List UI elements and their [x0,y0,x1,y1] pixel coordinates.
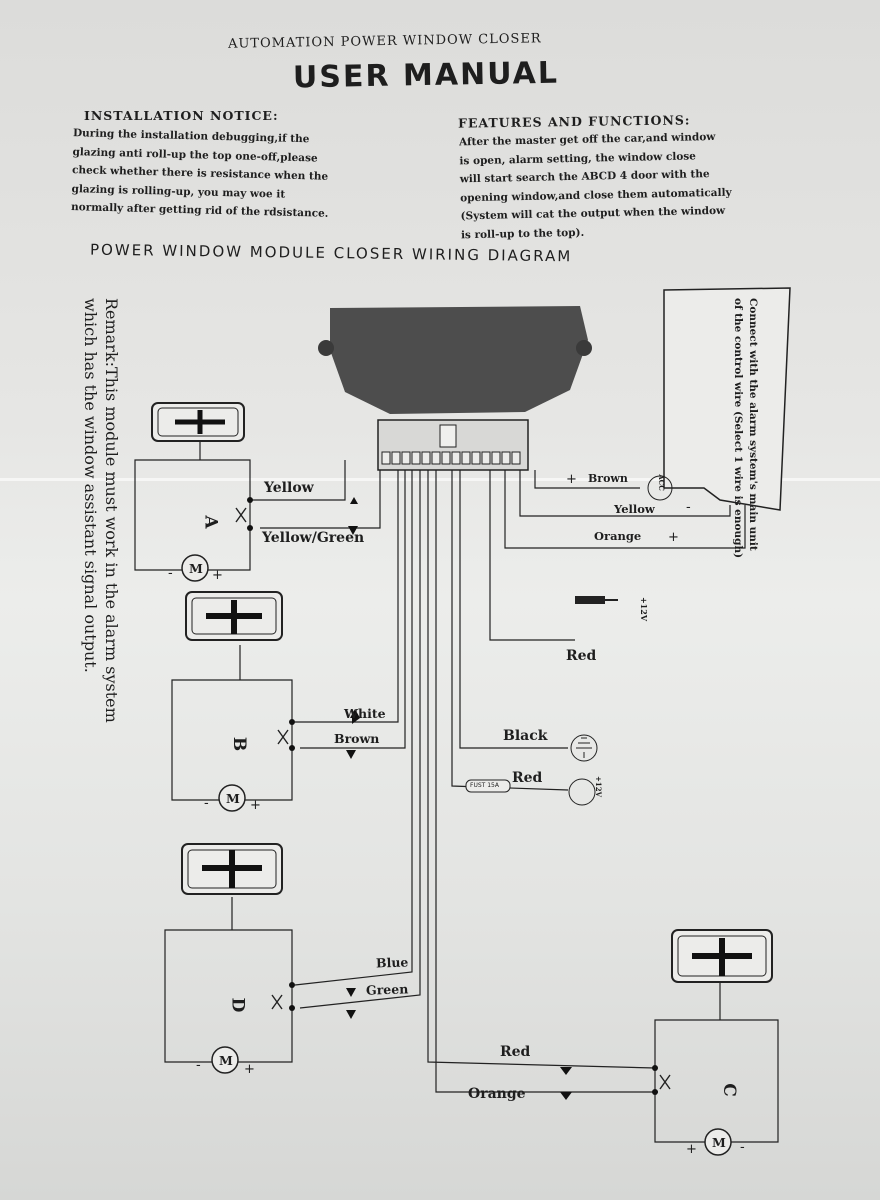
control-note-line: of the control wire (Select 1 wire is en… [732,298,744,559]
wire-label-ctrl-brown: Brown [588,472,628,485]
ctrl-orange-plus: + [668,530,679,545]
motor-a-plus: + [212,568,223,583]
ctrl-yellow-minus: - [686,500,691,515]
wire-label-b-bottom: Brown [334,731,380,746]
ctrl-brown-plus: + [566,472,577,487]
ground-icon [570,734,598,762]
motor-a-icon [181,554,209,582]
motor-c-minus: - [740,1140,745,1155]
connector-pin [401,451,411,465]
connector-pin [431,451,441,465]
installation-heading: INSTALLATION NOTICE: [84,108,279,123]
battery-plus12v: +12V [594,775,604,798]
connector-pin [461,451,471,465]
module-unit [318,306,592,471]
motor-b-minus: - [204,796,209,811]
motor-d-minus: - [196,1058,201,1073]
paper-fold [0,478,880,481]
motor-b-label: M [226,791,240,806]
acc-terminal-icon [647,475,673,501]
battery-terminal-icon [568,778,596,806]
window-switch-b [185,591,283,641]
door-d-label: D [227,997,248,1013]
wire-label-d-bottom: Green [365,981,409,998]
motor-b-icon [218,784,246,812]
wire-label-c-bottom: Orange [468,1086,526,1102]
control-note: Connect with the alarm system's main uni… [730,298,760,558]
connector-pin [441,451,451,465]
window-switch-d [181,843,283,895]
junction-dots [247,497,658,1095]
window-switch-a [151,402,245,442]
relay-switch-symbols [235,507,671,1090]
door-c-label: C [718,1083,739,1097]
control-note-box [663,287,791,511]
control-note-line: Connect with the alarm system's main uni… [747,298,759,551]
motor-b-plus: + [250,798,261,813]
motor-a-label: M [189,561,203,576]
door-a-label: A [200,515,221,529]
fuse-icon [465,779,511,793]
fuse-label: FUST 15A [470,782,499,789]
acc-plus12v: +12V [639,596,650,622]
wire-label-ctrl-yellow: Yellow [614,502,655,516]
acc-plug-icon [575,596,618,604]
connector-pin [381,451,391,465]
motor-d-label: M [219,1053,233,1068]
window-switch-c [671,929,773,983]
connector-pin [491,451,501,465]
wire-label-a-top: Yellow [264,480,314,496]
connector-pin [471,451,481,465]
motor-a-minus: - [168,566,173,581]
wire-label-ctrl-orange: Orange [594,529,642,543]
wire-label-ground-black: Black [503,728,548,744]
wire-label-battery-red: Red [512,770,543,786]
wire-label-c-top: Red [500,1044,531,1060]
door-b-label: B [229,736,250,752]
motor-c-plus: + [686,1142,697,1157]
wire-label-b-top: White [344,706,386,721]
connector-pin [511,451,521,465]
wire-label-d-top: Blue [375,954,409,971]
acc-label: ACC [656,474,666,491]
wire-harness [134,440,779,1143]
motor-c-icon [704,1128,732,1156]
connector-pin [501,451,511,465]
motor-d-plus: + [244,1062,255,1077]
wire-label-a-bottom: Yellow/Green [262,530,365,546]
wire-label-acc-red: Red [566,648,597,664]
motor-c-label: M [712,1135,726,1150]
connector-pins [381,451,521,465]
motor-d-icon [211,1046,239,1074]
connector-pin [421,451,431,465]
connector-pin [451,451,461,465]
connector-pin [411,451,421,465]
connector-pin [391,451,401,465]
wire-arrows [346,497,572,1100]
connector-pin [481,451,491,465]
